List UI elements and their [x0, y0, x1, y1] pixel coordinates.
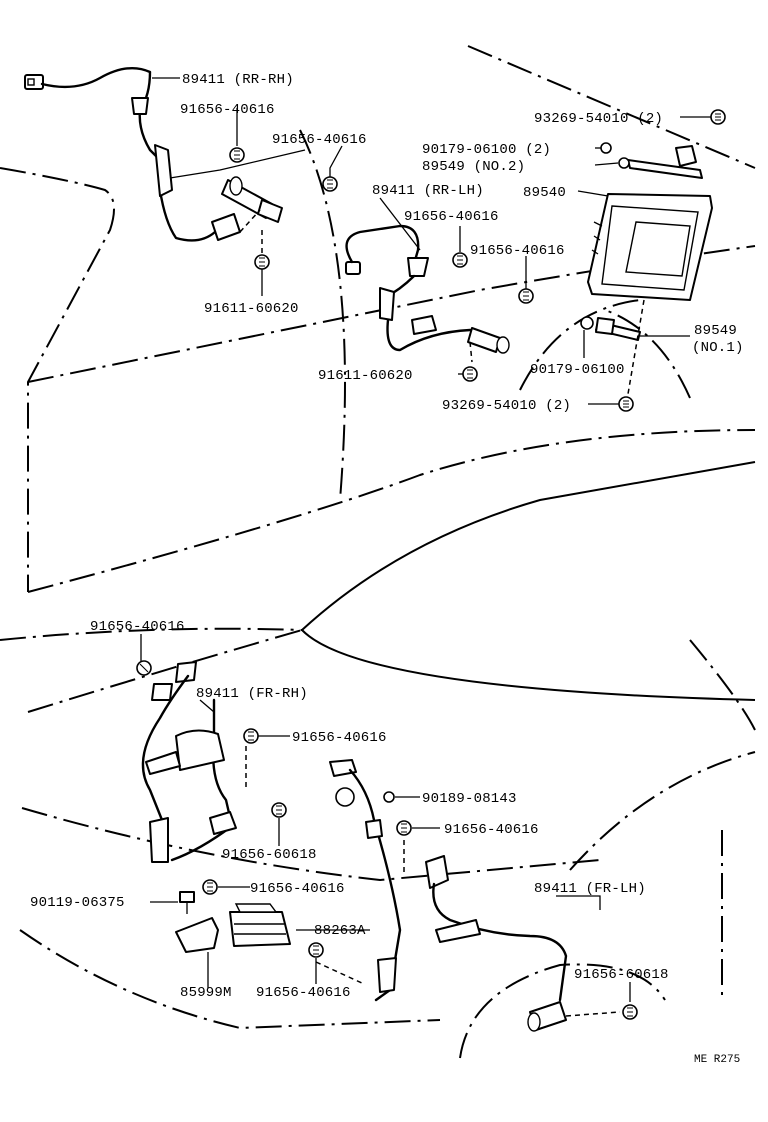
bolt-symbol — [618, 396, 634, 412]
label-ecu: 89540 — [523, 185, 566, 201]
clip — [329, 759, 357, 777]
leader-lines — [140, 77, 712, 1002]
nut-symbol — [383, 791, 395, 803]
bracket — [149, 817, 169, 863]
label-rr-lh-clamp-a: 91656-40616 — [404, 209, 499, 225]
bolt-symbol — [243, 728, 259, 744]
label-rr-lh-clamp-b: 91656-40616 — [470, 243, 565, 259]
fr-rh-sensor-assembly — [141, 661, 247, 863]
nut-symbol — [580, 316, 594, 330]
bolt-symbol — [452, 252, 468, 268]
connector-plug — [345, 261, 361, 275]
label-rr-lh-bolt: 91611-60620 — [318, 368, 413, 384]
bolt-symbol — [518, 288, 534, 304]
label-fr-rh-clamp-low: 91656-40616 — [250, 881, 345, 897]
screw-90119 — [179, 891, 195, 914]
abs-computer-89540 — [587, 193, 713, 301]
decel-sensor-no2 — [618, 145, 703, 179]
part-labels: 89411 (RR-RH) 91656-40616 91656-40616 91… — [30, 72, 744, 1066]
rr-lh-sensor-assembly — [345, 224, 510, 363]
clip-bracket — [379, 287, 395, 321]
label-fr-rh-sensor: 89411 (FR-RH) — [196, 686, 308, 702]
bracket — [377, 957, 397, 993]
clip — [175, 661, 197, 683]
clamp-bracket — [411, 315, 437, 335]
fr-lh-sensor-assembly — [329, 759, 621, 1032]
clip-bracket — [154, 144, 173, 197]
bolt-symbol — [308, 942, 324, 958]
clamp-bracket — [435, 919, 481, 943]
label-rr-rh-clamp-b: 91656-40616 — [272, 132, 367, 148]
label-fr-clamp-bottom: 91656-40616 — [256, 985, 351, 1001]
clamp-bracket — [145, 751, 181, 775]
bracket-85999m — [175, 917, 219, 953]
label-bolt-no1: 93269-54010 (2) — [442, 398, 571, 414]
bolt-symbol — [271, 802, 287, 818]
label-fr-rh-bolt: 91656-60618 — [222, 847, 317, 863]
label-bracket: 85999M — [180, 985, 232, 1001]
bolt-symbol — [254, 254, 270, 270]
clamp-bracket — [211, 213, 241, 241]
label-rr-rh-sensor: 89411 (RR-RH) — [182, 72, 294, 88]
grommet — [131, 97, 149, 115]
label-grommet: 90189-08143 — [422, 791, 517, 807]
grommet-ring — [335, 787, 355, 807]
label-fr-lh-clamp: 91656-40616 — [444, 822, 539, 838]
label-rr-rh-bolt: 91611-60620 — [204, 301, 299, 317]
wheel-speed-sensor — [175, 729, 225, 771]
grommet — [407, 257, 429, 277]
nut-symbol — [600, 142, 612, 154]
vehicle-body-outline — [0, 45, 756, 1059]
label-rr-lh-sensor: 89411 (RR-LH) — [372, 183, 484, 199]
grommet — [425, 855, 449, 889]
bolt-symbol — [229, 147, 245, 163]
label-sensor-no1-suffix: (NO.1) — [692, 340, 744, 356]
decel-sensor-no1 — [595, 317, 641, 341]
bolt-symbol — [622, 1004, 638, 1020]
grommet — [151, 683, 173, 701]
label-fr-lh-sensor: 89411 (FR-LH) — [534, 881, 646, 897]
label-relay: 88263A — [314, 923, 366, 939]
label-fr-clamp-top: 91656-40616 — [90, 619, 185, 635]
label-nut-top: 90179-06100 (2) — [422, 142, 551, 158]
label-bolt-top: 93269-54010 (2) — [534, 111, 663, 127]
label-nut-no1: 90179-06100 — [530, 362, 625, 378]
label-screw: 90119-06375 — [30, 895, 125, 911]
clamp-symbol — [136, 660, 152, 676]
fastener-symbols — [136, 109, 726, 1020]
bolt-symbol — [202, 879, 218, 895]
bolt-symbol — [710, 109, 726, 125]
bolt-symbol — [462, 366, 478, 382]
rr-rh-sensor-assembly — [24, 66, 283, 242]
label-rr-rh-clamp-a: 91656-40616 — [180, 102, 275, 118]
label-fr-lh-bolt: 91656-60618 — [574, 967, 669, 983]
label-sensor-no2: 89549 (NO.2) — [422, 159, 525, 175]
relay-88263a — [229, 903, 291, 947]
bolt-symbol — [396, 820, 412, 836]
clip — [365, 819, 383, 839]
label-fr-rh-clamp: 91656-40616 — [292, 730, 387, 746]
figure-code: ME R275 — [694, 1054, 740, 1066]
wheel-speed-sensor — [467, 327, 501, 353]
label-sensor-no1: 89549 — [694, 323, 737, 339]
bolt-symbol — [322, 176, 338, 192]
